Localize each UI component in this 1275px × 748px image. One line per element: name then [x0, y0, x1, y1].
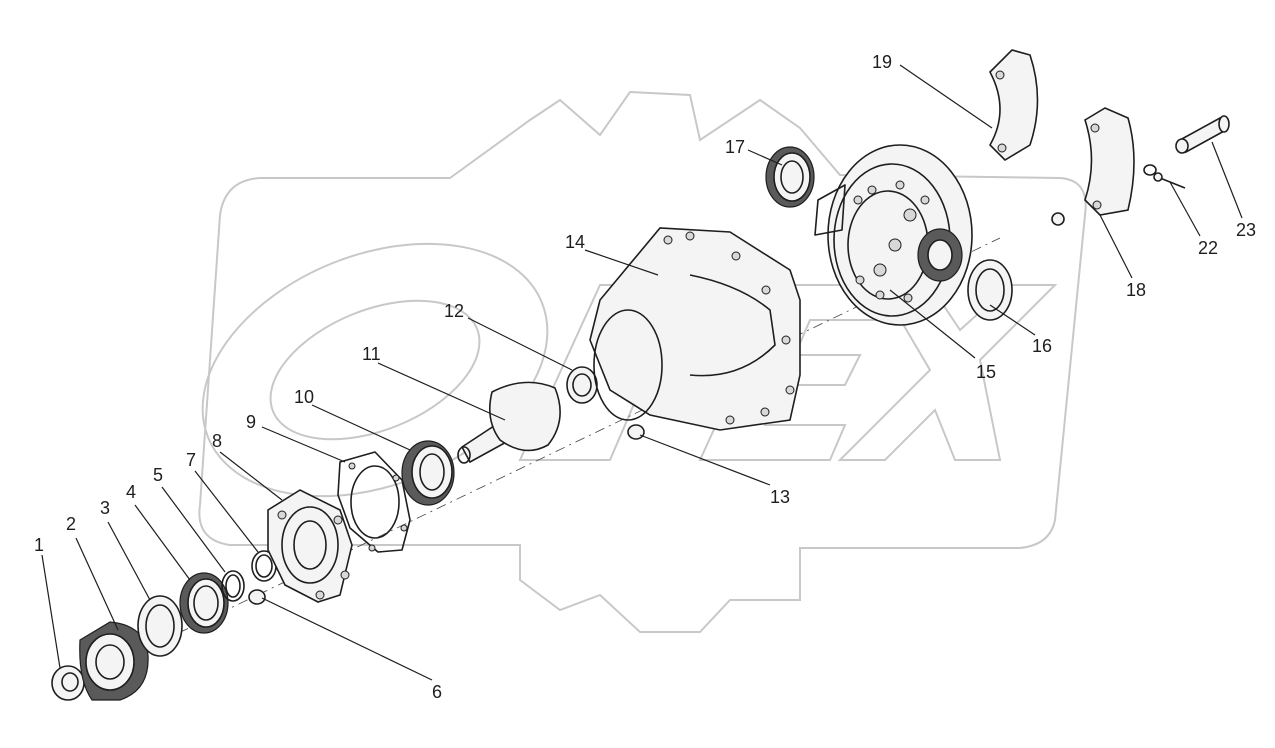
callout-23: 23 [1236, 220, 1256, 240]
watermark-letter-o-inner [269, 299, 481, 441]
part-17-adjusting-nut [765, 146, 815, 208]
part-11-pinion-shaft [457, 381, 561, 464]
callout-1: 1 [34, 535, 44, 555]
part-8-bearing-housing [267, 489, 353, 603]
assembly-axis [59, 237, 1001, 691]
callout-10: 10 [294, 387, 314, 407]
watermark-letter-o [201, 242, 549, 498]
callout-22: 22 [1198, 238, 1218, 258]
callout-15: 15 [976, 362, 996, 382]
part-5-ring [221, 570, 245, 602]
callout-7: 7 [186, 450, 196, 470]
part-22-screw [1153, 172, 1186, 189]
part-18-bearing-cap [1084, 107, 1157, 216]
part-6-bolt [248, 589, 266, 605]
callout-6: 6 [432, 682, 442, 702]
callout-9: 9 [246, 412, 256, 432]
callout-5: 5 [153, 465, 163, 485]
watermark-gear-outline [198, 90, 1087, 633]
callout-17: 17 [725, 137, 745, 157]
callout-18: 18 [1126, 280, 1146, 300]
part-13-plug [627, 424, 645, 440]
callout-11: 11 [362, 344, 381, 364]
part-3-seal [137, 595, 183, 657]
part-1-nut [51, 665, 85, 701]
part-12-bearing [566, 366, 598, 404]
callout-3: 3 [100, 498, 110, 518]
part-14-carrier-housing [589, 227, 801, 431]
part-4-bearing [179, 572, 229, 634]
callout-14: 14 [565, 232, 585, 252]
part-23-bolt [1175, 115, 1230, 154]
part-19-bearing-cap [989, 49, 1039, 162]
part-9-gasket [337, 451, 411, 553]
part-2-flange [79, 621, 149, 701]
callout-16: 16 [1032, 336, 1052, 356]
leader-lines [41, 64, 1243, 681]
callout-labels: 1 2 3 4 5 6 7 8 9 10 11 12 13 14 15 16 1… [34, 52, 1256, 702]
callout-8: 8 [212, 431, 222, 451]
callout-2: 2 [66, 514, 76, 534]
callout-4: 4 [126, 482, 136, 502]
part-16-adjusting-nut [967, 259, 1013, 321]
callout-19: 19 [872, 52, 892, 72]
part-18-nut [1051, 212, 1065, 226]
callout-12: 12 [444, 301, 464, 321]
callout-13: 13 [770, 487, 790, 507]
part-15-differential [814, 144, 973, 326]
part-10-bearing [401, 440, 455, 506]
